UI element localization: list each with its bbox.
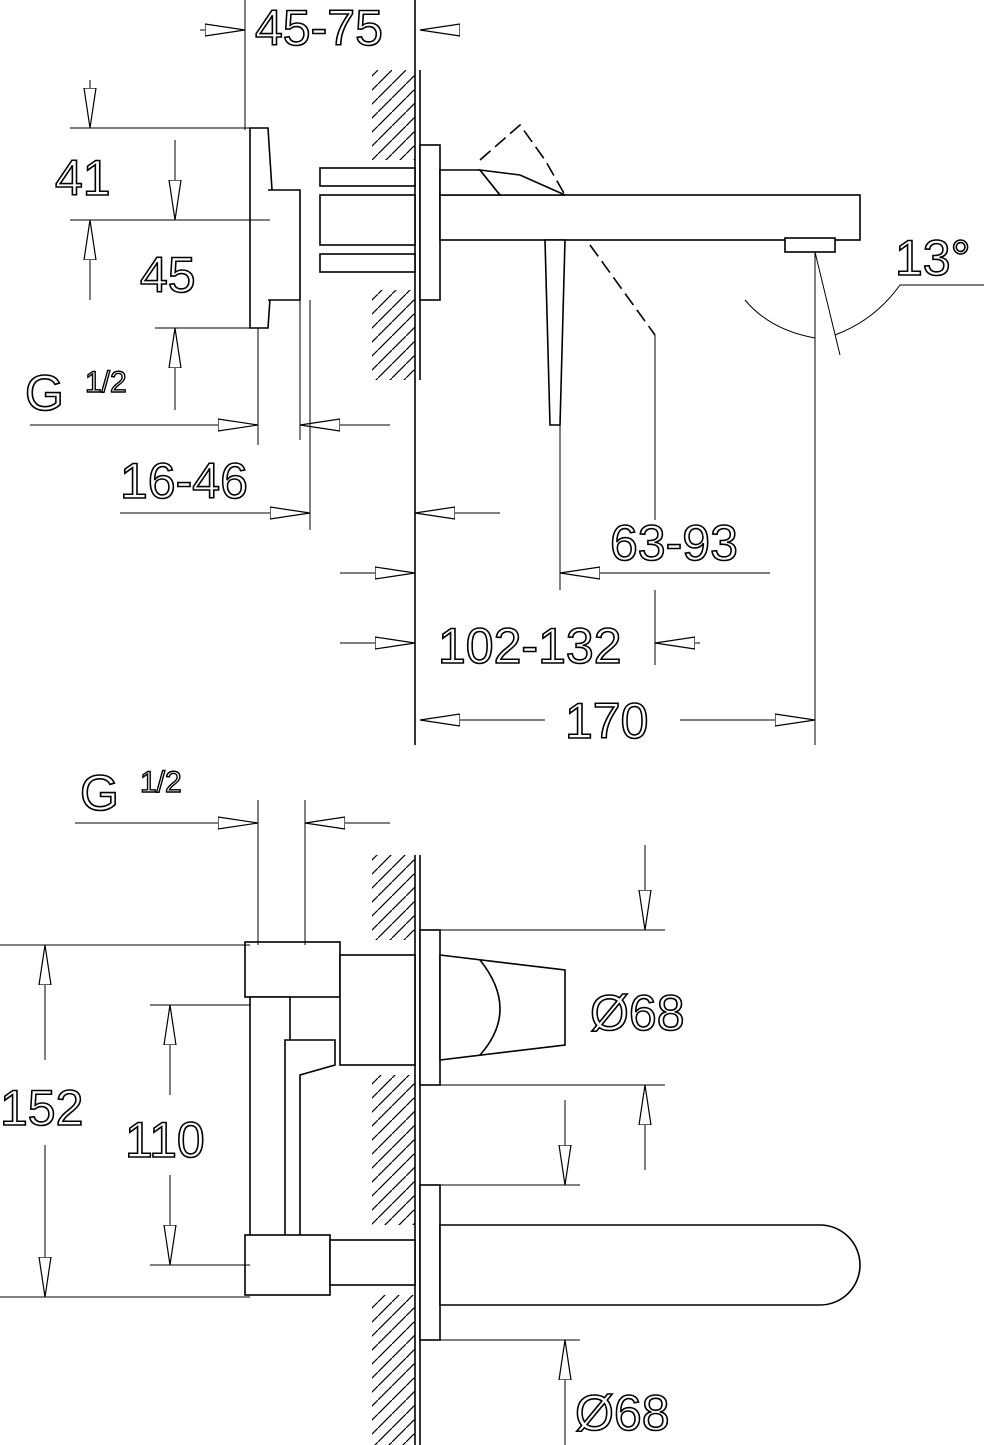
dim-152: 152 [0,1080,83,1136]
dim-45: 45 [140,247,196,303]
mixer-body-side [249,123,861,426]
dim-170: 170 [565,693,648,749]
dim-13-degrees: 13° [895,230,971,286]
front-thread-fraction: 1/2 [140,766,182,799]
dim-45-75: 45-75 [255,0,383,56]
side-view: 45-75 41 45 G 1/2 16-46 63-93 [24,0,984,750]
front-view: G 1/2 Ø68 Ø68 152 110 [0,764,861,1445]
dim-spout-diameter: Ø68 [575,1385,670,1441]
dim-handle-diameter: Ø68 [590,985,685,1041]
wall-front [372,855,421,1445]
wall-side [372,0,421,745]
dim-102-132: 102-132 [438,618,622,674]
side-thread-label: G [25,365,64,421]
dim-41: 41 [55,150,111,206]
side-thread-fraction: 1/2 [85,366,127,399]
dim-16-46: 16-46 [120,453,248,509]
mixer-body-front [244,929,861,1341]
dimensions-front: G 1/2 Ø68 Ø68 152 110 [0,764,685,1445]
dimensions-side: 45-75 41 45 G 1/2 16-46 63-93 [24,0,984,750]
dim-63-93: 63-93 [610,515,738,571]
front-thread-label: G [80,765,119,821]
dim-110: 110 [125,1112,205,1168]
